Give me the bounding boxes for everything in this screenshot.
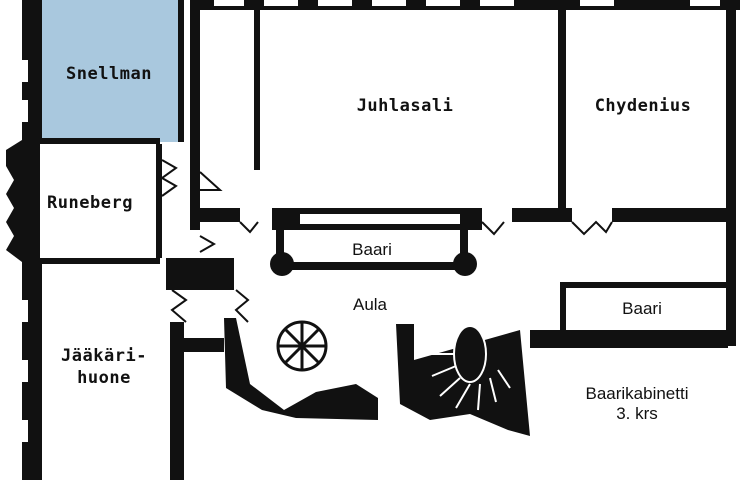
room-snellman[interactable]: Snellman [66,64,152,84]
label-baarikabinetti-line2: 3. krs [616,404,658,423]
wall [530,330,728,348]
pillar [270,252,294,276]
pillar [453,252,477,276]
wall [560,282,728,288]
wall [726,0,736,346]
wall [184,338,224,352]
wall [254,10,260,170]
wall [170,322,184,480]
label-baari-upper: Baari [352,240,392,259]
wall [276,230,284,266]
wall [178,0,184,142]
wall [512,208,572,222]
wall [166,258,234,290]
wall [40,138,160,144]
room-runeberg[interactable]: Runeberg [47,193,133,213]
room-snellman-area[interactable] [40,0,180,142]
label-baarikabinetti-line1: Baarikabinetti [585,384,689,403]
wall [460,230,468,266]
label-baarikabinetti: Baarikabinetti 3. krs [560,384,714,424]
wall [612,208,736,222]
wall [560,282,566,334]
wall [558,10,566,210]
wall [200,0,740,10]
room-jaakarihuone[interactable]: Jääkäri- huone [44,345,164,389]
rose-window-icon [276,320,328,372]
wall [276,262,468,270]
wall [156,144,162,258]
room-chydenius[interactable]: Chydenius [594,96,692,116]
wall [190,208,240,222]
room-jaakarihuone-line1: Jääkäri- [61,346,147,366]
wall [40,258,160,264]
label-baari-right: Baari [622,299,662,318]
label-aula: Aula [352,295,388,314]
wall [190,0,200,230]
room-juhlasali[interactable]: Juhlasali [356,96,454,116]
room-jaakarihuone-line2: huone [77,368,131,388]
